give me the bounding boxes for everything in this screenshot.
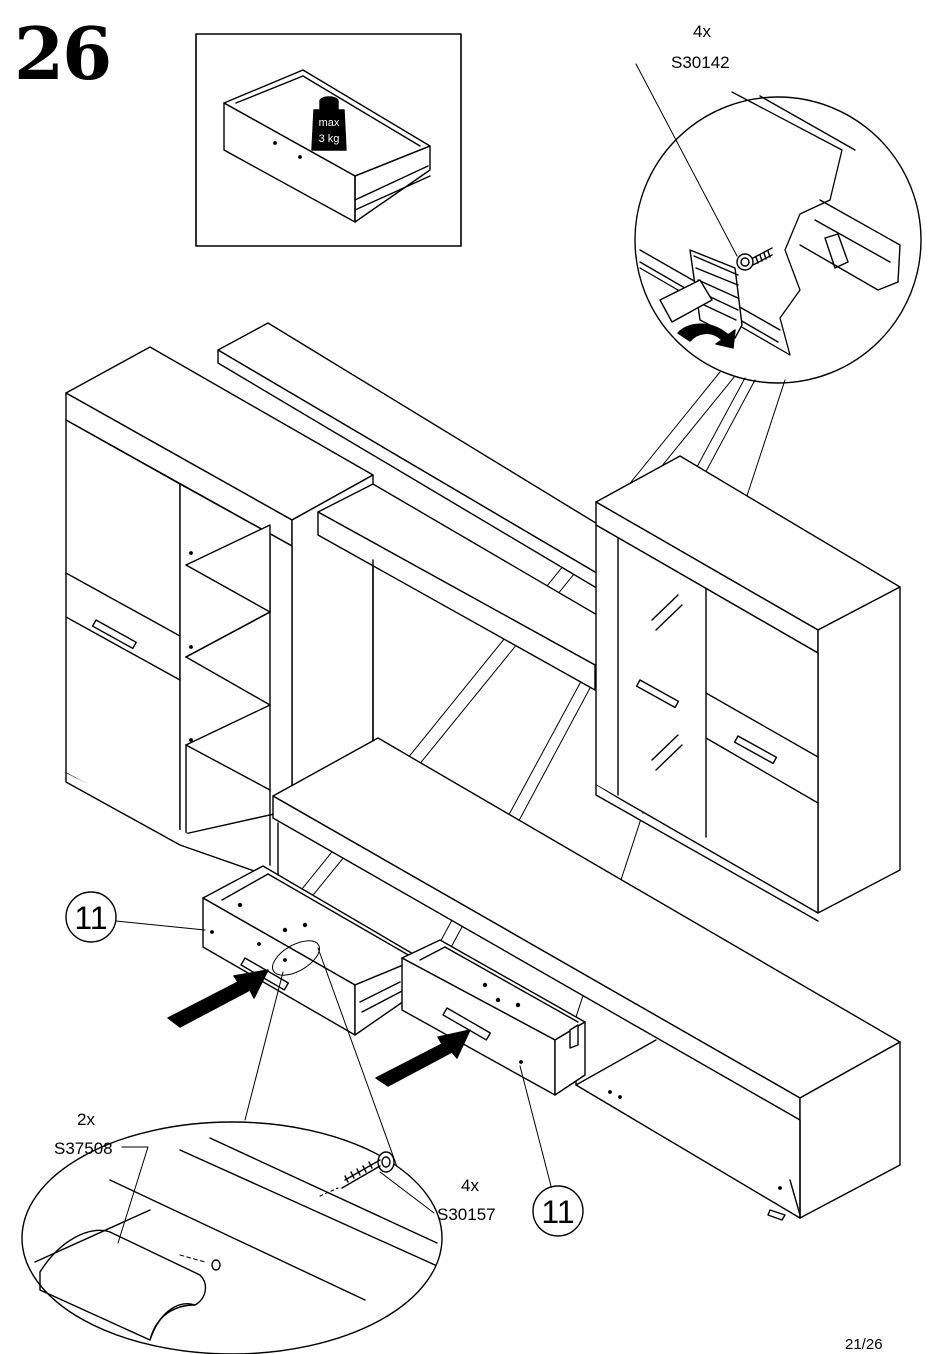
drawer-callout-left: 11 (66, 892, 205, 942)
drawer-left (203, 866, 420, 1035)
top-quantity-label: 4x (693, 23, 711, 40)
wall-unit (66, 323, 900, 1220)
weight-label: 3 kg (319, 133, 340, 145)
page-number: 21/26 (845, 1337, 883, 1352)
top-part-label: S30142 (671, 54, 730, 71)
max-label: max (319, 117, 340, 129)
push-arrow-left-icon (168, 970, 268, 1027)
push-arrow-right-icon (376, 1030, 470, 1086)
handle-screw-quantity-label: 2x (77, 1111, 95, 1128)
right-cabinet (596, 456, 900, 921)
bottom-quantity-label: 4x (461, 1177, 479, 1194)
drawer-callout-right-label: 11 (541, 1194, 574, 1230)
load-limit-inset: max 3 kg (196, 34, 461, 246)
handle-screw-part-label: S37508 (54, 1140, 113, 1157)
bottom-part-label: S30157 (437, 1206, 496, 1223)
drawer-callout-left-label: 11 (74, 900, 107, 936)
